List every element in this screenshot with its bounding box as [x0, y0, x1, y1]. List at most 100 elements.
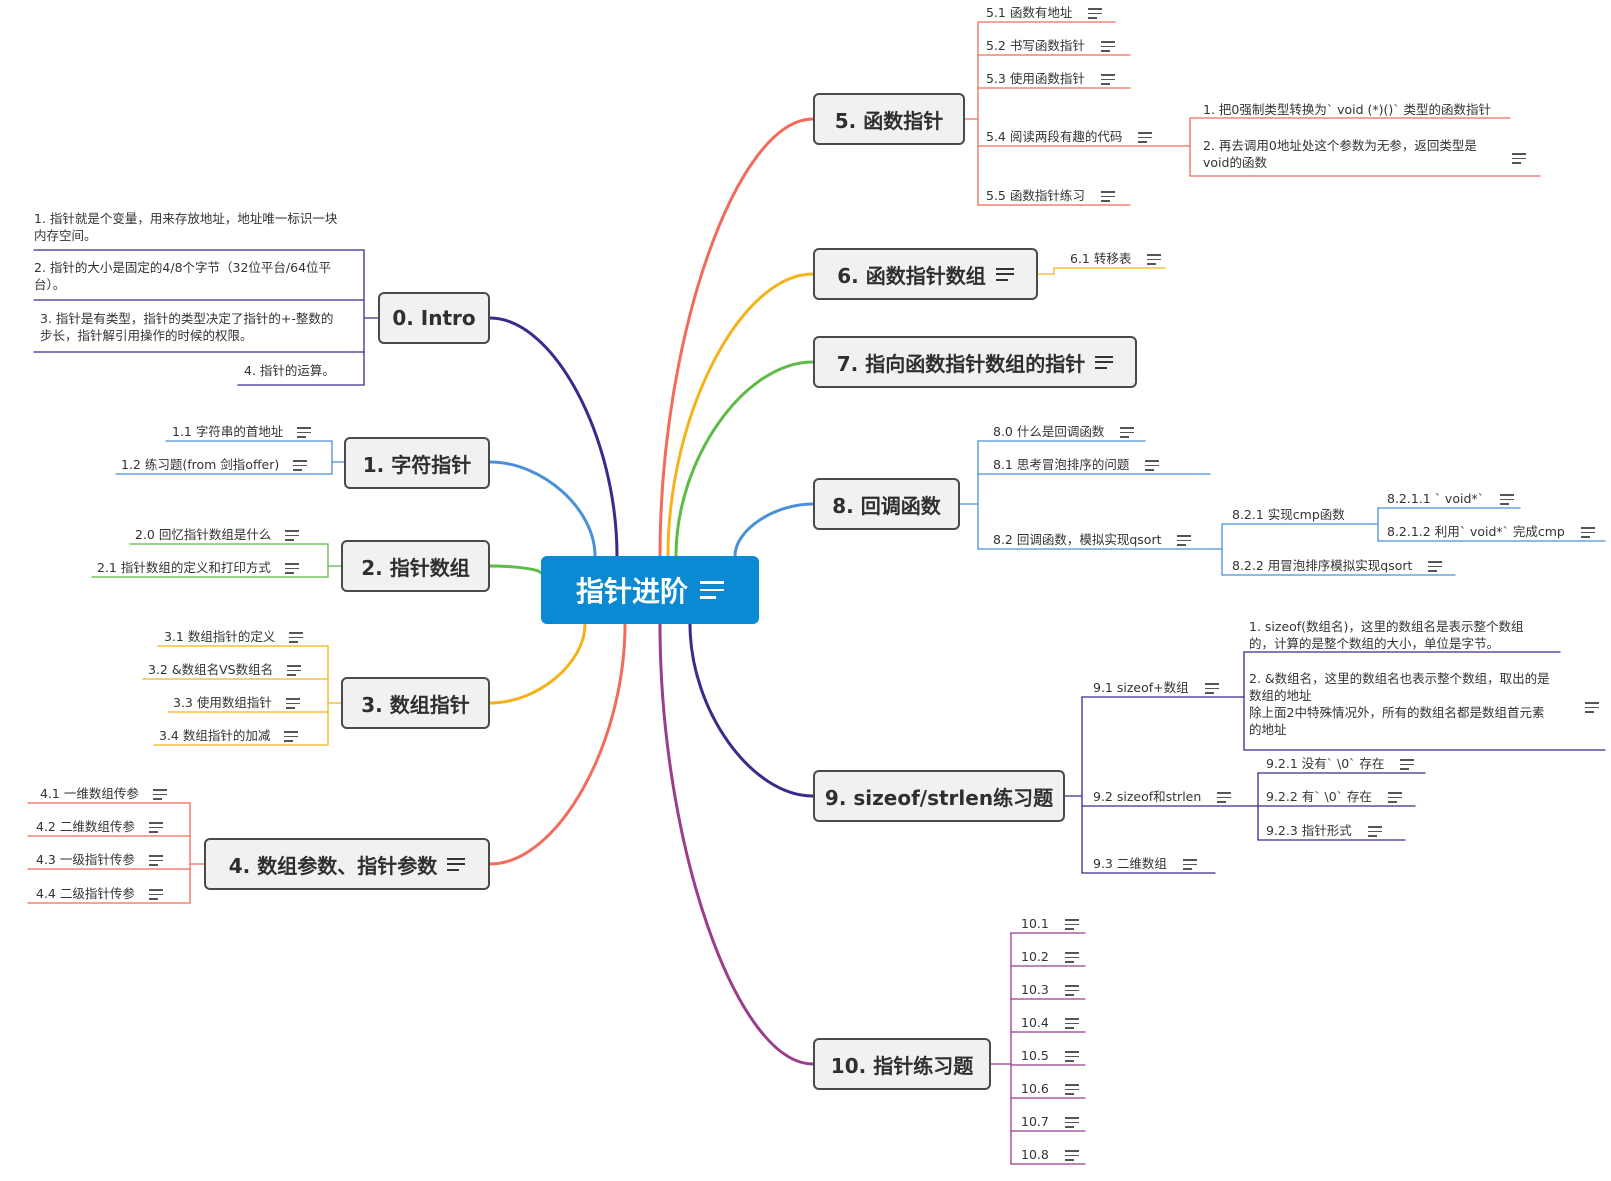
b8-item-1[interactable]: 8.0 什么是回调函数 [993, 423, 1135, 440]
b8-2-sub-1[interactable]: 8.2.1 实现cmp函数 [1232, 507, 1345, 522]
notes-icon[interactable] [1064, 1051, 1079, 1062]
notes-icon[interactable] [1177, 535, 1192, 546]
b2-item-2[interactable]: 2.1 指针数组的定义和打印方式 [97, 559, 299, 576]
notes-icon[interactable] [1100, 191, 1115, 202]
notes-icon[interactable] [148, 822, 163, 833]
notes-icon[interactable] [1100, 74, 1115, 85]
notes-icon[interactable] [1387, 792, 1402, 803]
b8-2-sub-2[interactable]: 8.2.2 用冒泡排序模拟实现qsort [1232, 557, 1443, 574]
topic-9-sizeof-strlen[interactable]: 9. sizeof/strlen练习题 [813, 770, 1065, 822]
b9-2-sub-1[interactable]: 9.2.1 没有` \0` 存在 [1266, 755, 1415, 772]
topic-1-char-pointer[interactable]: 1. 字符指针 [344, 437, 490, 489]
b4-item-1[interactable]: 4.1 一维数组传参 [40, 785, 167, 802]
b10-item-8[interactable]: 10.8 [1021, 1146, 1079, 1163]
notes-icon[interactable] [1512, 153, 1526, 164]
notes-icon[interactable] [1499, 494, 1514, 505]
b9-2-sub-3[interactable]: 9.2.3 指针形式 [1266, 822, 1382, 839]
notes-icon[interactable] [1064, 1150, 1079, 1161]
notes-icon[interactable] [148, 889, 163, 900]
notes-icon[interactable] [1217, 792, 1232, 803]
b4-item-4[interactable]: 4.4 二级指针传参 [36, 885, 163, 902]
notes-icon[interactable] [1064, 1084, 1079, 1095]
b5-4-sub-2[interactable]: 2. 再去调用0地址处这个参数为无参，返回类型是void的函数 [1203, 138, 1477, 170]
b10-item-3[interactable]: 10.3 [1021, 981, 1079, 998]
intro-item-3[interactable]: 3. 指针是有类型，指针的类型决定了指针的+-整数的步长，指针解引用操作的时候的… [40, 311, 334, 343]
notes-icon[interactable] [1100, 41, 1115, 52]
b2-item-1[interactable]: 2.0 回忆指针数组是什么 [135, 526, 300, 543]
b8-2-1-sub-2[interactable]: 8.2.1.2 利用` void*` 完成cmp [1387, 523, 1595, 540]
notes-icon[interactable] [1585, 702, 1600, 713]
b3-item-4[interactable]: 3.4 数组指针的加减 [159, 727, 299, 744]
b5-item-5[interactable]: 5.5 函数指针练习 [986, 187, 1115, 204]
notes-icon[interactable] [293, 460, 308, 471]
notes-icon[interactable] [1064, 952, 1079, 963]
intro-item-4[interactable]: 4. 指针的运算。 [244, 363, 335, 378]
notes-icon[interactable] [287, 665, 302, 676]
b9-1-sub-2[interactable]: 2. &数组名，这里的数组名也表示整个数组，取出的是数组的地址 除上面2中特殊情… [1249, 671, 1550, 737]
notes-icon[interactable] [1064, 1018, 1079, 1029]
notes-icon[interactable] [1088, 8, 1103, 19]
notes-icon[interactable] [1064, 1117, 1079, 1128]
notes-icon[interactable] [148, 855, 163, 866]
b4-item-2[interactable]: 4.2 二维数组传参 [36, 818, 163, 835]
b4-item-3[interactable]: 4.3 一级指针传参 [36, 851, 163, 868]
notes-icon[interactable] [284, 731, 299, 742]
b8-2-1-sub-1[interactable]: 8.2.1.1 ` void*` [1387, 490, 1514, 507]
topic-3-array-pointer[interactable]: 3. 数组指针 [341, 677, 490, 729]
b3-item-3[interactable]: 3.3 使用数组指针 [173, 694, 300, 711]
notes-icon[interactable] [1147, 254, 1162, 265]
b8-item-3[interactable]: 8.2 回调函数，模拟实现qsort [993, 531, 1192, 548]
notes-icon[interactable] [1400, 759, 1415, 770]
b10-item-1[interactable]: 10.1 [1021, 915, 1079, 932]
topic-6-function-pointer-array[interactable]: 6. 函数指针数组 [813, 248, 1038, 300]
notes-icon[interactable] [289, 632, 304, 643]
topic-0-intro[interactable]: 0. Intro [378, 292, 490, 344]
b5-item-2[interactable]: 5.2 书写函数指针 [986, 37, 1115, 54]
b8-item-2[interactable]: 8.1 思考冒泡排序的问题 [993, 456, 1160, 473]
b1-item-2[interactable]: 1.2 练习题(from 剑指offer) [121, 456, 308, 473]
b5-item-1[interactable]: 5.1 函数有地址 [986, 4, 1103, 21]
notes-icon[interactable] [1145, 460, 1160, 471]
notes-icon[interactable] [447, 857, 466, 871]
notes-icon[interactable] [1428, 561, 1443, 572]
notes-icon[interactable] [152, 789, 167, 800]
notes-icon[interactable] [297, 427, 312, 438]
b10-item-2[interactable]: 10.2 [1021, 948, 1079, 965]
b1-item-1[interactable]: 1.1 字符串的首地址 [172, 423, 312, 440]
intro-item-2[interactable]: 2. 指针的大小是固定的4/8个字节（32位平台/64位平台）。 [34, 260, 332, 292]
b3-item-1[interactable]: 3.1 数组指针的定义 [164, 628, 304, 645]
notes-icon[interactable] [1580, 527, 1595, 538]
notes-icon[interactable] [1095, 355, 1114, 369]
topic-8-callback[interactable]: 8. 回调函数 [813, 478, 960, 530]
b9-2-sub-2[interactable]: 9.2.2 有` \0` 存在 [1266, 788, 1402, 805]
topic-5-function-pointer[interactable]: 5. 函数指针 [813, 93, 965, 145]
notes-icon[interactable] [284, 563, 299, 574]
notes-icon[interactable] [1182, 859, 1197, 870]
notes-icon[interactable] [995, 267, 1014, 281]
notes-icon[interactable] [1120, 427, 1135, 438]
topic-4-params[interactable]: 4. 数组参数、指针参数 [204, 838, 490, 890]
b5-4-sub-1[interactable]: 1. 把0强制类型转换为` void (*)()` 类型的函数指针 [1203, 102, 1491, 117]
notes-icon[interactable] [1064, 985, 1079, 996]
b10-item-7[interactable]: 10.7 [1021, 1113, 1079, 1130]
topic-10-exercises[interactable]: 10. 指针练习题 [813, 1038, 991, 1090]
b10-item-5[interactable]: 10.5 [1021, 1047, 1079, 1064]
notes-icon[interactable] [285, 530, 300, 541]
notes-icon[interactable] [700, 581, 724, 599]
topic-2-pointer-array[interactable]: 2. 指针数组 [341, 540, 490, 592]
notes-icon[interactable] [1064, 919, 1079, 930]
b10-item-6[interactable]: 10.6 [1021, 1080, 1079, 1097]
b9-item-1[interactable]: 9.1 sizeof+数组 [1093, 679, 1219, 696]
b9-item-3[interactable]: 9.3 二维数组 [1093, 855, 1197, 872]
b5-item-4[interactable]: 5.4 阅读两段有趣的代码 [986, 128, 1153, 145]
root-topic[interactable]: 指针进阶 [541, 556, 759, 624]
topic-7-pointer-to-fp-array[interactable]: 7. 指向函数指针数组的指针 [813, 336, 1137, 388]
notes-icon[interactable] [1204, 683, 1219, 694]
b3-item-2[interactable]: 3.2 &数组名VS数组名 [148, 661, 302, 678]
b9-1-sub-1[interactable]: 1. sizeof(数组名)，这里的数组名是表示整个数组的，计算的是整个数组的大… [1249, 619, 1524, 651]
b9-item-2[interactable]: 9.2 sizeof和strlen [1093, 788, 1232, 805]
notes-icon[interactable] [285, 698, 300, 709]
intro-item-1[interactable]: 1. 指针就是个变量，用来存放地址，地址唯一标识一块内存空间。 [34, 211, 338, 243]
notes-icon[interactable] [1138, 132, 1153, 143]
b10-item-4[interactable]: 10.4 [1021, 1014, 1079, 1031]
